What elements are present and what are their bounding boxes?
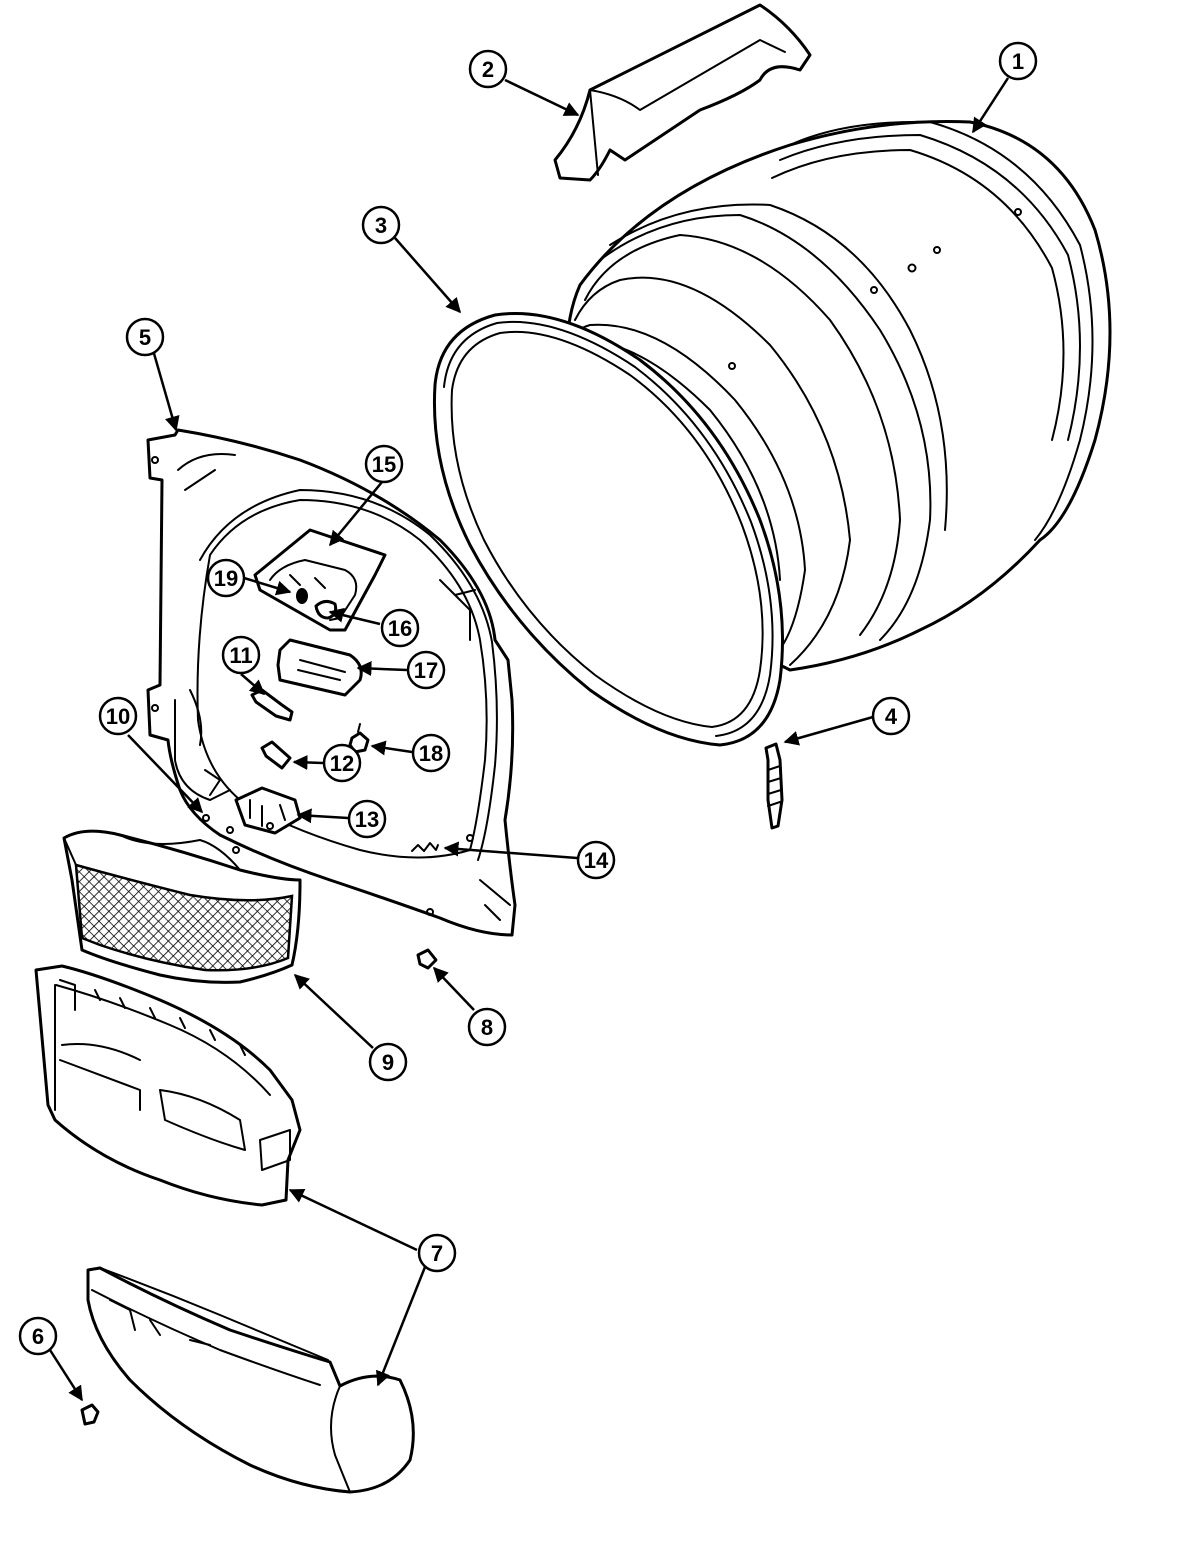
lint-filter <box>62 814 302 984</box>
callout-17-label: 17 <box>414 658 438 683</box>
callout-2: 2 <box>468 49 508 89</box>
callout-8: 8 <box>467 1007 507 1047</box>
callout-14: 14 <box>576 840 616 880</box>
callout-12: 12 <box>322 743 362 783</box>
sensor-12 <box>260 740 292 770</box>
screw-18 <box>348 723 370 754</box>
callout-14-label: 14 <box>584 848 609 873</box>
callout-11-label: 11 <box>229 643 252 668</box>
screw-8 <box>416 948 438 970</box>
spring-14 <box>411 842 439 852</box>
callout-18: 18 <box>411 733 451 773</box>
bracket-17 <box>276 638 363 697</box>
callout-3: 3 <box>361 205 401 245</box>
callout-15-label: 15 <box>372 452 396 477</box>
callout-2-label: 2 <box>482 57 494 82</box>
callout-10: 10 <box>98 696 138 736</box>
callout-5-label: 5 <box>139 325 151 350</box>
callout-10-label: 10 <box>106 704 130 729</box>
callout-8-label: 8 <box>481 1015 493 1040</box>
callout-7: 7 <box>417 1233 457 1273</box>
callout-9-label: 9 <box>382 1050 394 1075</box>
switch-assembly <box>253 528 387 632</box>
callout-16: 16 <box>380 608 420 648</box>
felt-seal <box>432 311 784 747</box>
screw-6 <box>80 1403 100 1426</box>
callout-19: 19 <box>206 558 246 598</box>
callout-17: 17 <box>406 650 446 690</box>
callout-4-label: 4 <box>885 704 898 729</box>
callout-6-label: 6 <box>32 1324 44 1349</box>
callout-13-label: 13 <box>355 807 379 832</box>
callout-7-label: 7 <box>431 1241 443 1266</box>
callout-12-label: 12 <box>330 751 354 776</box>
lint-duct-housing <box>34 964 302 1207</box>
callout-16-label: 16 <box>388 616 412 641</box>
callout-19-label: 19 <box>214 566 238 591</box>
leader-lines <box>48 77 1010 1402</box>
callout-1-label: 1 <box>1012 49 1024 74</box>
callout-11: 11 <box>221 635 261 675</box>
transition-duct <box>86 1266 415 1494</box>
screw-4 <box>764 742 784 830</box>
top-duct <box>553 3 812 182</box>
callout-13: 13 <box>347 799 387 839</box>
callout-4: 4 <box>871 696 911 736</box>
callout-5: 5 <box>125 317 165 357</box>
callout-3-label: 3 <box>375 213 387 238</box>
callout-18-label: 18 <box>419 741 443 766</box>
callout-9: 9 <box>368 1042 408 1082</box>
callout-1: 1 <box>998 41 1038 81</box>
callout-6: 6 <box>18 1316 58 1356</box>
callout-15: 15 <box>364 444 404 484</box>
clip-11 <box>250 688 294 722</box>
